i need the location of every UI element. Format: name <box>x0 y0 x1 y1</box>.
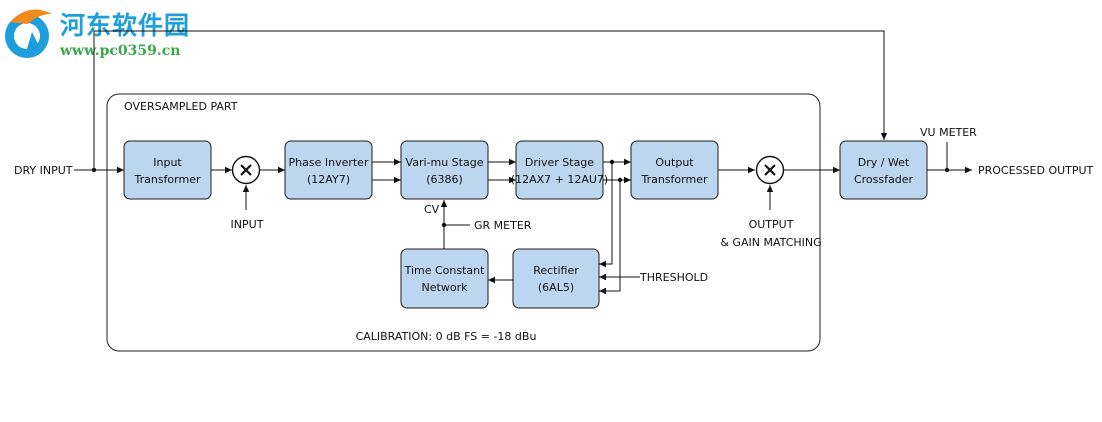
output-gain-label: & GAIN MATCHING <box>720 236 821 249</box>
input-label: INPUT <box>231 218 264 231</box>
watermark: 河东软件园 www.pc0359.cn <box>0 0 210 66</box>
block-output-transformer: Output Transformer <box>630 140 719 200</box>
block-input-transformer: Input Transformer <box>123 140 212 200</box>
block-label: Rectifier <box>533 264 579 277</box>
block-label: Time Constant <box>404 264 486 277</box>
watermark-url: www.pc0359.cn <box>60 43 181 59</box>
calibration-note: CALIBRATION: 0 dB FS = -18 dBu <box>356 330 537 343</box>
block-label: Network <box>422 281 469 294</box>
block-label: Output <box>655 156 694 169</box>
block-label: Crossfader <box>854 173 914 186</box>
dry-input-label: DRY INPUT <box>14 164 73 177</box>
block-label: Dry / Wet <box>858 156 910 169</box>
block-label: Vari-mu Stage <box>406 156 484 169</box>
block-label: Input <box>153 156 182 169</box>
block-phase-inverter: Phase Inverter (12AY7) <box>284 140 373 200</box>
block-label: Transformer <box>133 173 200 186</box>
signal-lines <box>74 30 972 295</box>
output-multiplier-icon <box>755 155 785 185</box>
watermark-site-name: 河东软件园 <box>60 11 191 40</box>
block-rectifier: Rectifier (6AL5) <box>512 248 600 309</box>
block-label: Transformer <box>640 173 707 186</box>
site-logo-icon <box>5 9 52 58</box>
block-label: (12AX7 + 12AU7) <box>511 173 608 186</box>
output-gain-label: OUTPUT <box>749 218 794 231</box>
threshold-label: THRESHOLD <box>639 271 708 284</box>
block-driver-stage: Driver Stage (12AX7 + 12AU7) <box>511 140 608 200</box>
processed-output-label: PROCESSED OUTPUT <box>978 164 1094 177</box>
block-label: Phase Inverter <box>289 156 369 169</box>
gr-meter-label: GR METER <box>474 219 532 232</box>
block-label: Driver Stage <box>525 156 594 169</box>
block-label: (6386) <box>426 173 463 186</box>
vu-meter-label: VU METER <box>920 126 977 139</box>
region-label: OVERSAMPLED PART <box>124 100 238 113</box>
oversampled-region <box>106 93 821 352</box>
block-vari-mu-stage: Vari-mu Stage (6386) <box>400 140 489 200</box>
block-dry-wet-crossfader: Dry / Wet Crossfader <box>839 140 928 200</box>
block-label: (12AY7) <box>307 173 350 186</box>
block-label: (6AL5) <box>538 281 574 294</box>
cv-label: CV <box>424 203 440 216</box>
input-multiplier-icon <box>231 155 261 185</box>
block-time-constant-network: Time Constant Network <box>400 248 489 309</box>
junction-dots <box>91 159 950 228</box>
